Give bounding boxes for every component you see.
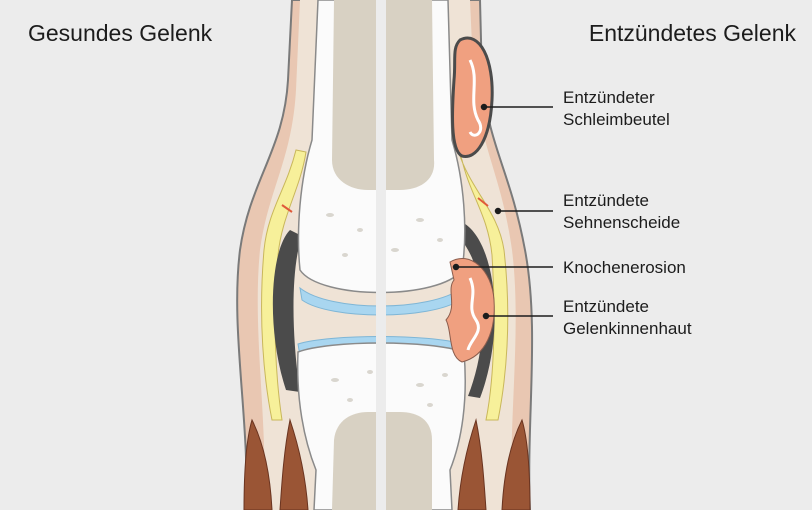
label-bone-erosion: Knochenerosion	[563, 257, 686, 279]
inflamed-joint-title: Entzündetes Gelenk	[589, 20, 796, 47]
label-inflamed-tendon-sheath: Entzündete Sehnenscheide	[563, 190, 680, 234]
label-inflamed-bursa: Entzündeter Schleimbeutel	[563, 87, 670, 131]
healthy-joint-title: Gesundes Gelenk	[28, 20, 212, 47]
label-inflamed-synovium: Entzündete Gelenkinnenhaut	[563, 296, 692, 340]
split-divider	[376, 0, 386, 510]
